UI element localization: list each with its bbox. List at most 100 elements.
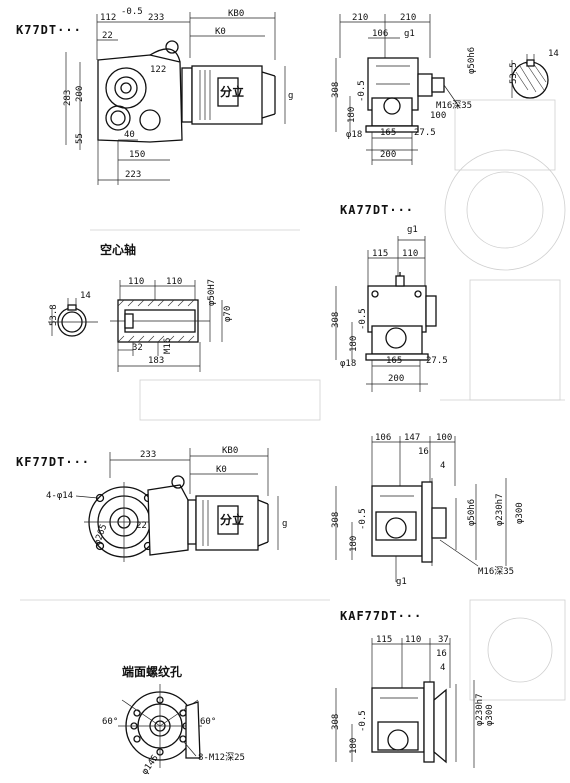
dim-label: φ50H7 <box>207 279 217 306</box>
dim-label: K0 <box>216 465 227 475</box>
dim-label: 110 <box>166 277 182 287</box>
view-hollow-shaft: 空心轴 14 53.8 110 110 <box>48 242 233 372</box>
dim-label: 110 <box>405 635 421 645</box>
view-ka77dt: KA77DT··· g1 115 110 308 180 -0.5 φ18 16… <box>331 203 448 392</box>
dim-label: K0 <box>215 27 226 37</box>
dim-label: 200 <box>388 374 404 384</box>
dim-label: 308 <box>331 312 341 328</box>
dim-label: 40 <box>124 130 135 140</box>
dim-tolerance: -0.5 <box>358 508 368 530</box>
dim-label: 283 <box>63 90 73 106</box>
view-title: KF77DT··· <box>16 455 90 469</box>
dim-label: 14 <box>548 49 559 59</box>
view-title: KA77DT··· <box>340 203 414 217</box>
dim-label: 8-M12深25 <box>198 752 245 763</box>
view-key-detail-top: 14 53.5 <box>509 49 559 99</box>
motor-badge: 分立 <box>220 512 244 527</box>
dim-tolerance: -0.5 <box>358 308 368 330</box>
dim-label: 27.5 <box>414 128 436 138</box>
dim-label: M16 <box>163 338 173 354</box>
dim-label: φ70 <box>223 306 233 322</box>
dim-label: g1 <box>404 29 415 39</box>
dim-label: 150 <box>129 150 145 160</box>
dim-label: 14 <box>80 291 91 301</box>
dim-label: 223 <box>125 170 141 180</box>
dim-label: 100 <box>430 111 446 121</box>
dim-label: φ230h7 <box>495 493 505 526</box>
dim-label: φ18 <box>340 359 356 369</box>
dim-label: 22 <box>136 521 147 531</box>
dim-label: 115 <box>376 635 392 645</box>
view-title: 空心轴 <box>100 242 136 257</box>
dim-tolerance: -0.5 <box>358 710 368 732</box>
dim-label: 180 <box>347 107 357 123</box>
dim-label: 53.5 <box>509 62 519 84</box>
dim-label: 233 <box>148 13 164 23</box>
dim-label: φ50h6 <box>467 47 477 74</box>
dim-tolerance: -0.5 <box>357 80 367 102</box>
dim-label: 115 <box>372 249 388 259</box>
dim-label: 100 <box>436 433 452 443</box>
dim-label: 122 <box>150 65 166 75</box>
view-title: 端面螺纹孔 <box>122 664 182 679</box>
dim-label: 308 <box>331 714 341 730</box>
dim-label: 112 <box>100 13 116 23</box>
dim-label: KB0 <box>222 446 238 456</box>
dim-label: 4 <box>440 663 445 673</box>
dim-label: 16 <box>418 447 429 457</box>
dim-label: 60° <box>102 717 118 727</box>
dim-label: 210 <box>352 13 368 23</box>
motor-badge: 分立 <box>220 84 244 99</box>
dim-label: g <box>288 91 293 101</box>
dim-label: 16 <box>436 649 447 659</box>
dim-label: 180 <box>349 536 359 552</box>
dim-label: φ18 <box>346 130 362 140</box>
dim-label: 210 <box>400 13 416 23</box>
view-title: KAF77DT··· <box>340 609 422 623</box>
dim-label: 180 <box>349 336 359 352</box>
dim-label: 53.8 <box>49 304 59 326</box>
dim-label: 110 <box>128 277 144 287</box>
dim-tolerance: -0.5 <box>121 7 143 17</box>
dim-label: g1 <box>396 577 407 587</box>
dim-label: 233 <box>140 450 156 460</box>
dim-label: φ300 <box>515 502 525 524</box>
dim-label: g <box>282 519 287 529</box>
dim-label: 4 <box>440 461 445 471</box>
dim-label: 22 <box>102 31 113 41</box>
dim-label: φ230h7 <box>475 693 485 726</box>
view-kaf77dt: KAF77DT··· 115 110 37 16 4 308 180 -0.5 … <box>331 609 495 768</box>
dim-label: 165 <box>386 356 402 366</box>
dim-label: 147 <box>404 433 420 443</box>
view-k77dt-side: 210 210 106 g1 308 180 -0.5 φ50h6 100 M1… <box>331 13 477 165</box>
background-ghost-lines <box>20 99 566 701</box>
view-title: K77DT··· <box>16 23 82 37</box>
dim-label: 308 <box>331 512 341 528</box>
dim-label: M16深35 <box>478 566 514 577</box>
dim-label: 106 <box>375 433 391 443</box>
dim-label: 183 <box>148 356 164 366</box>
view-kf77dt: KF77DT··· 233 KB0 K0 分立 g 4-φ14 <box>16 446 287 562</box>
dim-label: 32 <box>132 343 143 353</box>
dim-label: 106 <box>372 29 388 39</box>
dim-label: 200 <box>75 86 85 102</box>
dim-label: 308 <box>331 82 341 98</box>
dim-label: 110 <box>402 249 418 259</box>
dim-label: M16深35 <box>436 100 472 111</box>
dim-label: g1 <box>407 225 418 235</box>
view-end-face: 端面螺纹孔 60° 60° φ145 8-M12深25 <box>102 664 245 777</box>
dim-label: φ300 <box>485 704 495 726</box>
dim-label: φ50h6 <box>467 499 477 526</box>
view-k77dt: K77DT··· 112 -0.5 233 KB0 22 K0 122 <box>16 7 293 185</box>
dim-label: 200 <box>380 150 396 160</box>
dim-label: 27.5 <box>426 356 448 366</box>
dim-label: KB0 <box>228 9 244 19</box>
dim-label: 37 <box>438 635 449 645</box>
dim-label: 60° <box>200 717 216 727</box>
dim-label: 4-φ14 <box>46 491 73 501</box>
view-kf77dt-side: 106 147 100 16 4 308 180 -0.5 φ50h6 φ230… <box>331 433 525 587</box>
dim-label: 55 <box>75 133 85 144</box>
dim-label: 180 <box>349 738 359 754</box>
dim-label: 165 <box>380 128 396 138</box>
